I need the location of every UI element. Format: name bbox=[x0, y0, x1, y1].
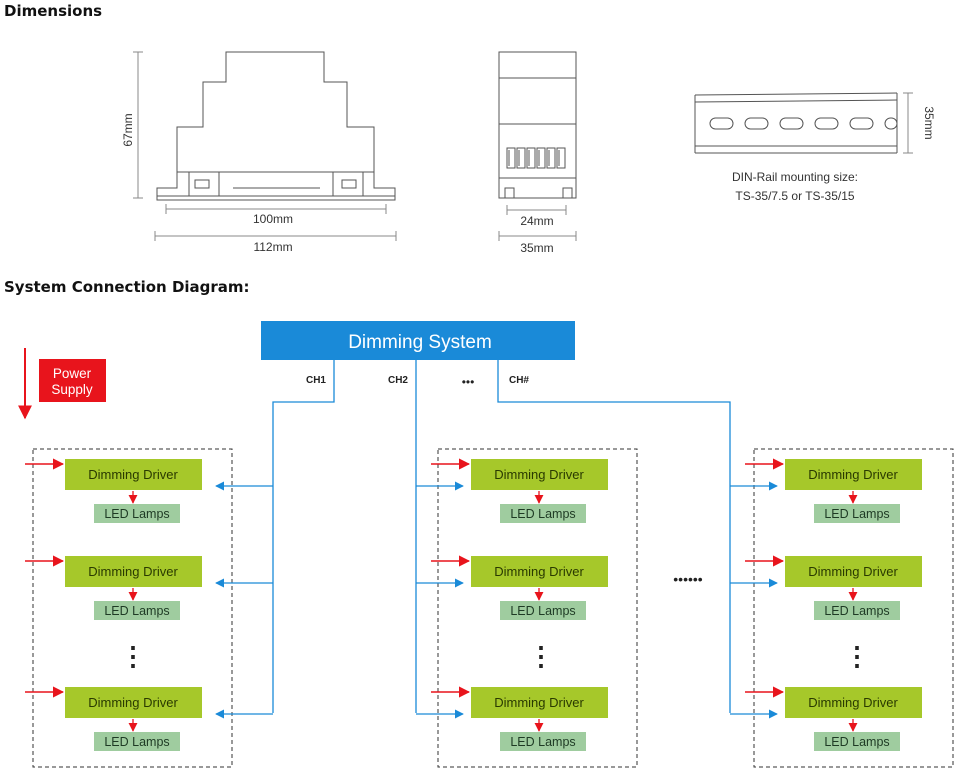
channel-label-n: CH# bbox=[509, 375, 529, 386]
led-lamps-label: LED Lamps bbox=[510, 507, 575, 521]
vertical-ellipsis-n: ⋮ bbox=[844, 641, 870, 671]
driver-group-n bbox=[753, 448, 954, 768]
dimming-driver-box bbox=[785, 556, 922, 587]
power-supply-box bbox=[39, 359, 106, 402]
led-lamps-box bbox=[500, 504, 586, 523]
dimming-driver-box bbox=[785, 459, 922, 490]
outer-width-label: 112mm bbox=[253, 240, 292, 254]
channel-ellipsis: ••• bbox=[462, 375, 475, 389]
dimensions-heading: Dimensions bbox=[4, 2, 103, 20]
led-lamps-label: LED Lamps bbox=[824, 604, 889, 618]
led-lamps-label: LED Lamps bbox=[104, 604, 169, 618]
dimming-driver-box bbox=[785, 687, 922, 718]
rail-note-line1: DIN-Rail mounting size: bbox=[732, 170, 858, 184]
dimming-system-box bbox=[261, 321, 575, 360]
led-lamps-label: LED Lamps bbox=[824, 735, 889, 749]
dimming-driver-label: Dimming Driver bbox=[808, 564, 898, 579]
dimming-driver-box bbox=[65, 687, 202, 718]
system-diagram-heading: System Connection Diagram: bbox=[4, 278, 250, 296]
dimming-driver-label: Dimming Driver bbox=[494, 564, 584, 579]
led-lamps-label: LED Lamps bbox=[510, 735, 575, 749]
dimming-driver-label: Dimming Driver bbox=[808, 467, 898, 482]
front-view-drawing bbox=[156, 51, 396, 201]
height-label: 67mm bbox=[121, 113, 135, 146]
led-lamps-label: LED Lamps bbox=[510, 604, 575, 618]
led-lamps-box bbox=[814, 601, 900, 620]
dimming-driver-label: Dimming Driver bbox=[88, 564, 178, 579]
side-outer-dimension-line bbox=[498, 231, 577, 241]
rail-height-label: 35mm bbox=[922, 106, 936, 139]
channel-label-1: CH1 bbox=[306, 375, 326, 386]
dimming-driver-label: Dimming Driver bbox=[88, 467, 178, 482]
led-lamps-box bbox=[814, 504, 900, 523]
led-lamps-label: LED Lamps bbox=[104, 735, 169, 749]
inner-width-dimension-line bbox=[165, 204, 387, 214]
power-supply-label-2: Supply bbox=[51, 382, 93, 397]
side-view-drawing bbox=[498, 51, 577, 199]
driver-group-2 bbox=[437, 448, 638, 768]
side-inner-dimension-line bbox=[506, 205, 567, 215]
power-supply-label-1: Power bbox=[53, 366, 92, 381]
led-lamps-box bbox=[94, 504, 180, 523]
dimming-driver-label: Dimming Driver bbox=[808, 695, 898, 710]
dimming-driver-box bbox=[471, 687, 608, 718]
driver-group-1 bbox=[32, 448, 233, 768]
din-rail-drawing bbox=[694, 92, 898, 154]
dimming-system-title: Dimming System bbox=[348, 332, 492, 353]
dimming-driver-box bbox=[471, 459, 608, 490]
led-lamps-label: LED Lamps bbox=[104, 507, 169, 521]
rail-height-dimension-line bbox=[903, 92, 913, 154]
rail-note-line2: TS-35/7.5 or TS-35/15 bbox=[735, 189, 855, 203]
dimming-driver-box bbox=[471, 556, 608, 587]
vertical-ellipsis-2: ⋮ bbox=[528, 641, 554, 671]
dimming-driver-label: Dimming Driver bbox=[88, 695, 178, 710]
side-outer-label: 35mm bbox=[520, 241, 553, 255]
led-lamps-box bbox=[814, 732, 900, 751]
side-inner-label: 24mm bbox=[520, 214, 553, 228]
height-dimension-line bbox=[133, 51, 143, 199]
vertical-ellipsis-1: ⋮ bbox=[120, 641, 146, 671]
signal-arrows bbox=[215, 481, 778, 719]
group-ellipsis: •••••• bbox=[673, 571, 703, 587]
dimming-driver-box bbox=[65, 556, 202, 587]
led-lamps-label: LED Lamps bbox=[824, 507, 889, 521]
dimming-driver-box bbox=[65, 459, 202, 490]
led-lamps-box bbox=[94, 601, 180, 620]
channel-label-2: CH2 bbox=[388, 375, 408, 386]
led-lamps-box bbox=[94, 732, 180, 751]
dimming-driver-label: Dimming Driver bbox=[494, 695, 584, 710]
led-lamps-box bbox=[500, 732, 586, 751]
outer-width-dimension-line bbox=[154, 231, 397, 241]
signal-wiring bbox=[272, 360, 731, 713]
inner-width-label: 100mm bbox=[253, 212, 293, 226]
dimming-driver-label: Dimming Driver bbox=[494, 467, 584, 482]
led-lamps-box bbox=[500, 601, 586, 620]
